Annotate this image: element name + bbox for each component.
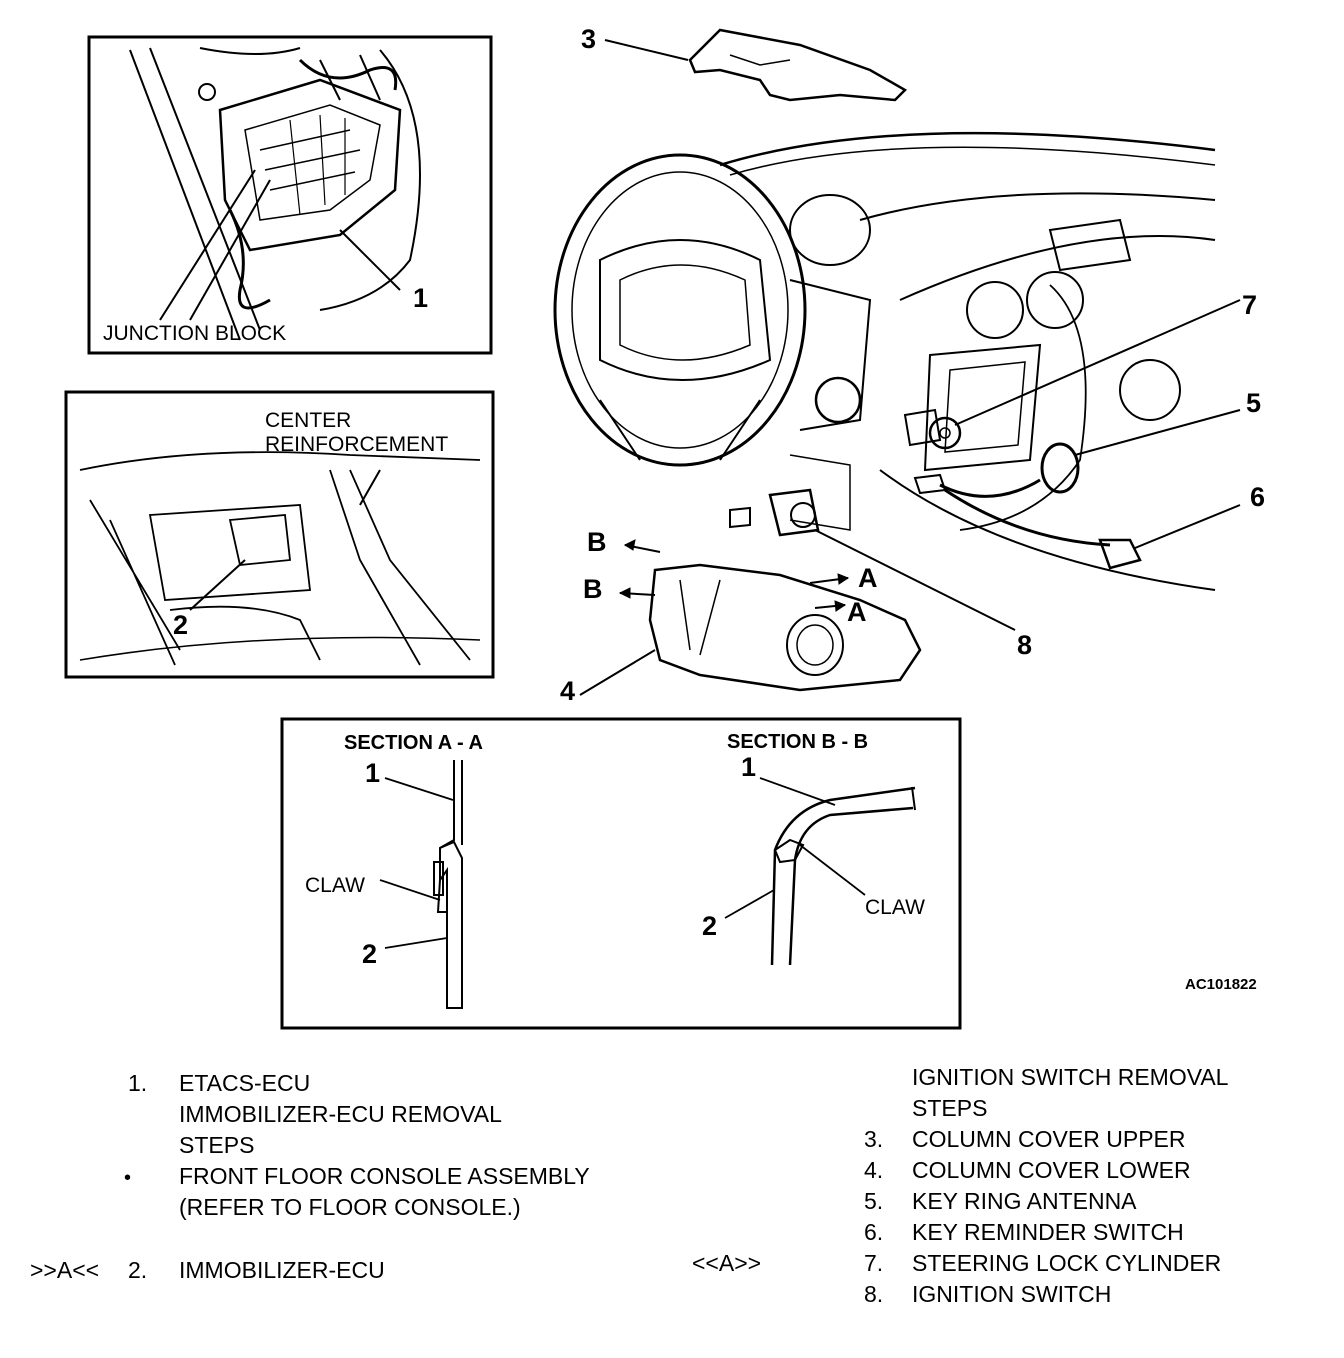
figure-code: AC101822 — [1185, 976, 1257, 993]
inset-center-reinforcement — [64, 390, 495, 679]
callout-5: 5 — [1246, 388, 1261, 418]
legend-item5-num: 5. — [864, 1188, 884, 1214]
inset-junction-block — [87, 35, 493, 355]
section-marker-b-lower: B — [583, 574, 603, 604]
legend-item2-label: IMMOBILIZER-ECU — [179, 1257, 385, 1283]
legend-item7-num: 7. — [864, 1250, 884, 1276]
inset-junction-frame — [87, 35, 493, 355]
steering-wheel — [553, 153, 807, 467]
legend-item8-num: 8. — [864, 1281, 884, 1307]
legend-item4-num: 4. — [864, 1157, 884, 1183]
callout-6: 6 — [1250, 482, 1265, 512]
legend-console-line2: (REFER TO FLOOR CONSOLE.) — [179, 1194, 521, 1220]
section-aa-title: SECTION A - A — [344, 732, 483, 754]
center-caption-line1: CENTER — [265, 409, 351, 432]
legend-item6-num: 6. — [864, 1219, 884, 1245]
legend-right-heading-line1: IGNITION SWITCH REMOVAL — [912, 1064, 1229, 1090]
section-detail-box — [280, 717, 962, 1030]
legend-item1-label: ETACS-ECU — [179, 1070, 311, 1096]
section-bb-callout-1: 1 — [741, 752, 756, 782]
main-dashboard-illustration — [553, 28, 1241, 696]
section-marker-a-lower: A — [847, 597, 867, 627]
key-ring-antenna — [1040, 442, 1080, 494]
center-caption-line2: REINFORCEMENT — [265, 433, 448, 456]
legend-console-line1: FRONT FLOOR CONSOLE ASSEMBLY — [179, 1163, 590, 1189]
callout-1: 1 — [413, 283, 428, 313]
legend-bullet: • — [124, 1167, 132, 1189]
legend-item3-label: COLUMN COVER UPPER — [912, 1126, 1186, 1152]
legend-item1-num: 1. — [128, 1070, 148, 1096]
legend-right-marker: <<A>> — [692, 1250, 762, 1276]
legend-item8-label: IGNITION SWITCH — [912, 1281, 1112, 1307]
legend-left-heading-line2: STEPS — [179, 1132, 255, 1158]
section-aa-callout-1: 1 — [365, 758, 380, 788]
callout-7: 7 — [1242, 290, 1257, 320]
legend-item6-label: KEY REMINDER SWITCH — [912, 1219, 1184, 1245]
section-frame — [280, 717, 962, 1030]
section-aa-claw: CLAW — [305, 874, 365, 897]
section-marker-b-upper: B — [587, 527, 607, 557]
legend-right-heading-line2: STEPS — [912, 1095, 988, 1121]
callout-2: 2 — [173, 610, 188, 640]
legend-item7-label: STEERING LOCK CYLINDER — [912, 1250, 1222, 1276]
section-bb-title: SECTION B - B — [727, 731, 868, 753]
callout-4: 4 — [560, 676, 575, 706]
inset-center-frame — [64, 390, 495, 679]
legend-item2-marker: >>A<< — [30, 1257, 100, 1283]
section-marker-a-upper: A — [858, 563, 878, 593]
junction-block-caption: JUNCTION BLOCK — [103, 322, 286, 345]
column-cover-upper — [688, 28, 908, 102]
legend-item5-label: KEY RING ANTENNA — [912, 1188, 1137, 1214]
legend-item4-label: COLUMN COVER LOWER — [912, 1157, 1191, 1183]
ignition-switch — [768, 488, 820, 537]
callout-3: 3 — [581, 24, 596, 54]
section-aa-callout-2: 2 — [362, 939, 377, 969]
legend-left-heading-line1: IMMOBILIZER-ECU REMOVAL — [179, 1101, 502, 1127]
steering-lock-cylinder — [903, 408, 942, 447]
key-reminder-switch — [1098, 538, 1142, 570]
callout-8: 8 — [1017, 630, 1032, 660]
section-bb-claw: CLAW — [865, 896, 925, 919]
section-bb-callout-2: 2 — [702, 911, 717, 941]
column-cover-lower — [648, 563, 922, 692]
legend-item3-num: 3. — [864, 1126, 884, 1152]
legend-item2-num: 2. — [128, 1257, 148, 1283]
